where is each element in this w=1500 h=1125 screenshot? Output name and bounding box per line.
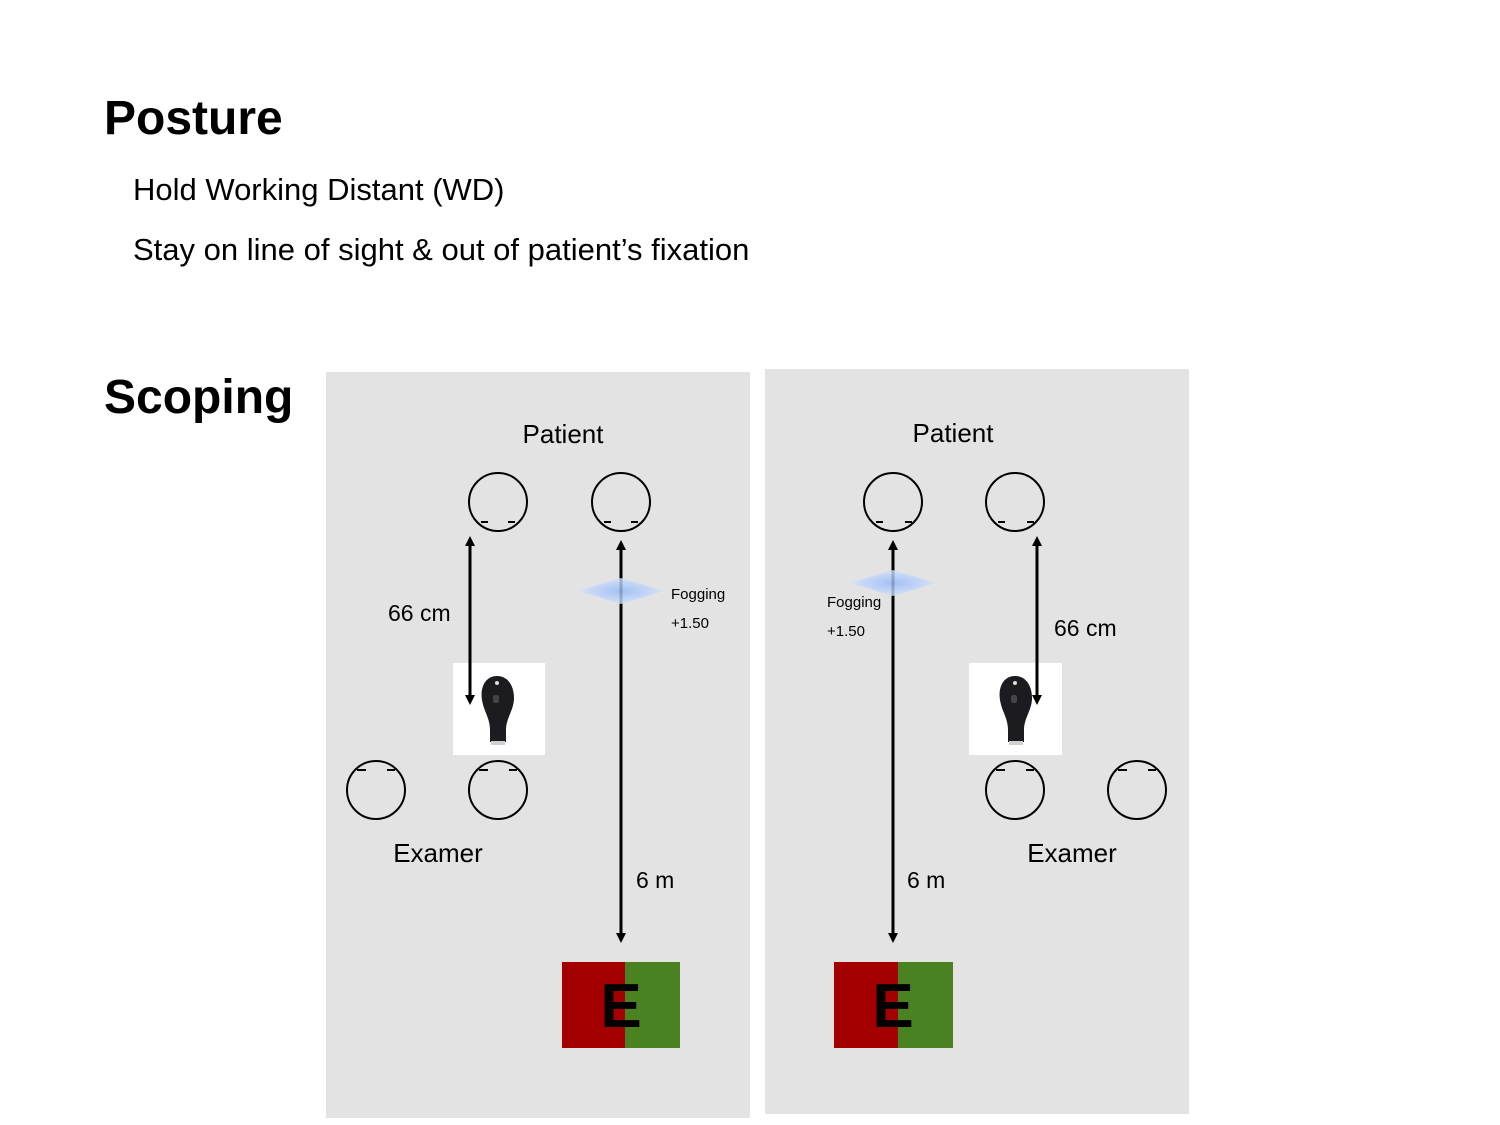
chart-letter: E — [600, 972, 641, 1041]
posture-bullet-working-distance: Hold Working Distant (WD) — [133, 172, 505, 207]
chart-green-half — [898, 962, 953, 1048]
examiner-label: Examer — [1027, 838, 1117, 868]
working-distance-label: 66 cm — [388, 600, 451, 626]
fogging-label: Fogging — [827, 594, 881, 611]
ophthalmoscope-icon — [969, 663, 1062, 755]
patient-eye-right — [468, 472, 528, 532]
patient-eye-right — [863, 472, 923, 532]
fogging-power: +1.50 — [671, 615, 709, 632]
left-diagram: Patient 66 cm 6 m Fogging + — [346, 419, 725, 1048]
fogging-power: +1.50 — [827, 623, 865, 640]
fogging-lens-icon — [578, 578, 664, 604]
chart-distance-label: 6 m — [636, 867, 674, 893]
examiner-eye-right — [346, 760, 406, 820]
patient-label: Patient — [523, 419, 605, 449]
chart-letter: E — [872, 972, 913, 1041]
patient-eye-left — [985, 472, 1045, 532]
examiner-eye-left — [468, 760, 528, 820]
chart-red-half — [834, 962, 898, 1048]
posture-heading: Posture — [104, 92, 283, 145]
examiner-eye-left — [1107, 760, 1167, 820]
working-distance-label: 66 cm — [1054, 615, 1117, 641]
chart-green-half — [625, 962, 680, 1048]
right-diagram: Patient 66 cm 6 m Fogging +1.50 — [827, 418, 1167, 1048]
posture-bullet-line-of-sight: Stay on line of sight & out of patient’s… — [133, 232, 750, 267]
fogging-label: Fogging — [671, 586, 725, 603]
chart-distance-label: 6 m — [907, 867, 945, 893]
duochrome-chart: E — [562, 962, 680, 1048]
patient-eye-left — [591, 472, 651, 532]
fogging-lens-icon — [850, 570, 936, 596]
examiner-eye-right — [985, 760, 1045, 820]
examiner-label: Examer — [393, 838, 483, 868]
ophthalmoscope-icon — [453, 663, 545, 755]
patient-label: Patient — [913, 418, 995, 448]
duochrome-chart: E — [834, 962, 953, 1048]
chart-red-half — [562, 962, 625, 1048]
scoping-heading: Scoping — [104, 371, 294, 424]
